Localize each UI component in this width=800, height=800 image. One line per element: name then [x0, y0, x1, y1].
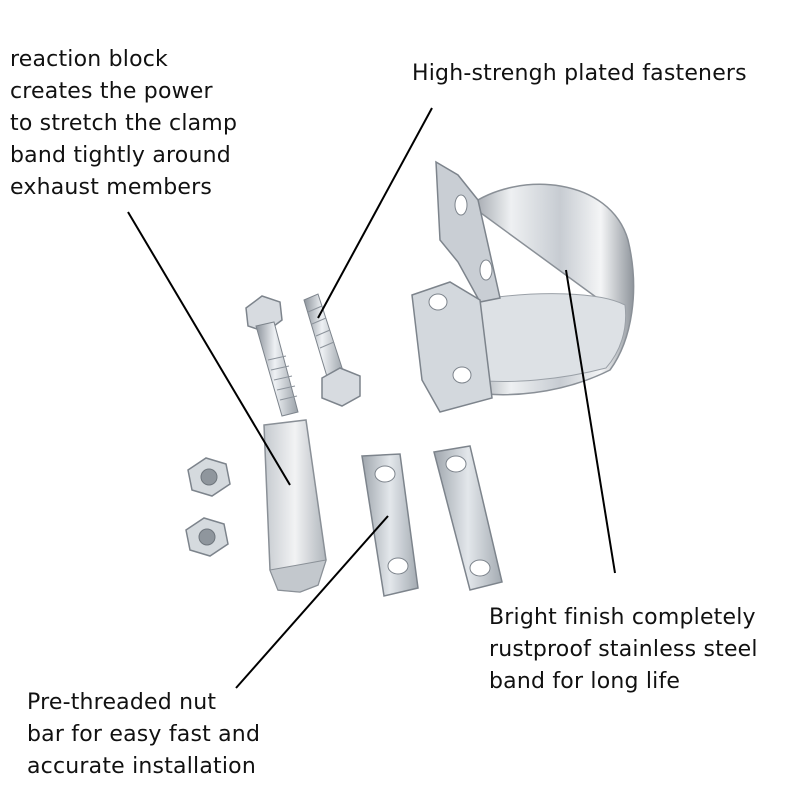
leader-line-nut-bar: [235, 515, 389, 689]
band-caption: Bright finish completely rustproof stain…: [489, 605, 758, 694]
bolt-head: [321, 367, 361, 407]
leader-lines: [127, 107, 616, 689]
fasteners-caption: High-strengh plated fasteners: [412, 61, 747, 86]
reaction-block-caption: reaction block creates the power to stre…: [10, 47, 238, 200]
flange-hole: [452, 366, 472, 384]
short-bolt: [303, 293, 361, 407]
clamp-band: [411, 160, 635, 413]
long-bolt: [245, 295, 299, 417]
band-lower-flange: [411, 281, 493, 413]
nut-bar-left: [361, 453, 419, 597]
nut-bar-right: [433, 445, 503, 591]
leader-line-reaction-block: [127, 211, 291, 486]
flange-hole: [428, 293, 448, 311]
flange-hole: [454, 194, 468, 216]
leader-line-band: [565, 269, 616, 574]
hex-nut-bottom: [185, 517, 229, 557]
band-top-flange: [435, 160, 501, 303]
band-inner-edge: [474, 293, 627, 382]
hex-nut-top: [187, 457, 231, 497]
reaction-block: [263, 419, 327, 593]
leader-line-fasteners: [317, 107, 433, 319]
nut-bar-caption: Pre-threaded nut bar for easy fast and a…: [27, 690, 261, 779]
flange-hole: [479, 259, 493, 281]
